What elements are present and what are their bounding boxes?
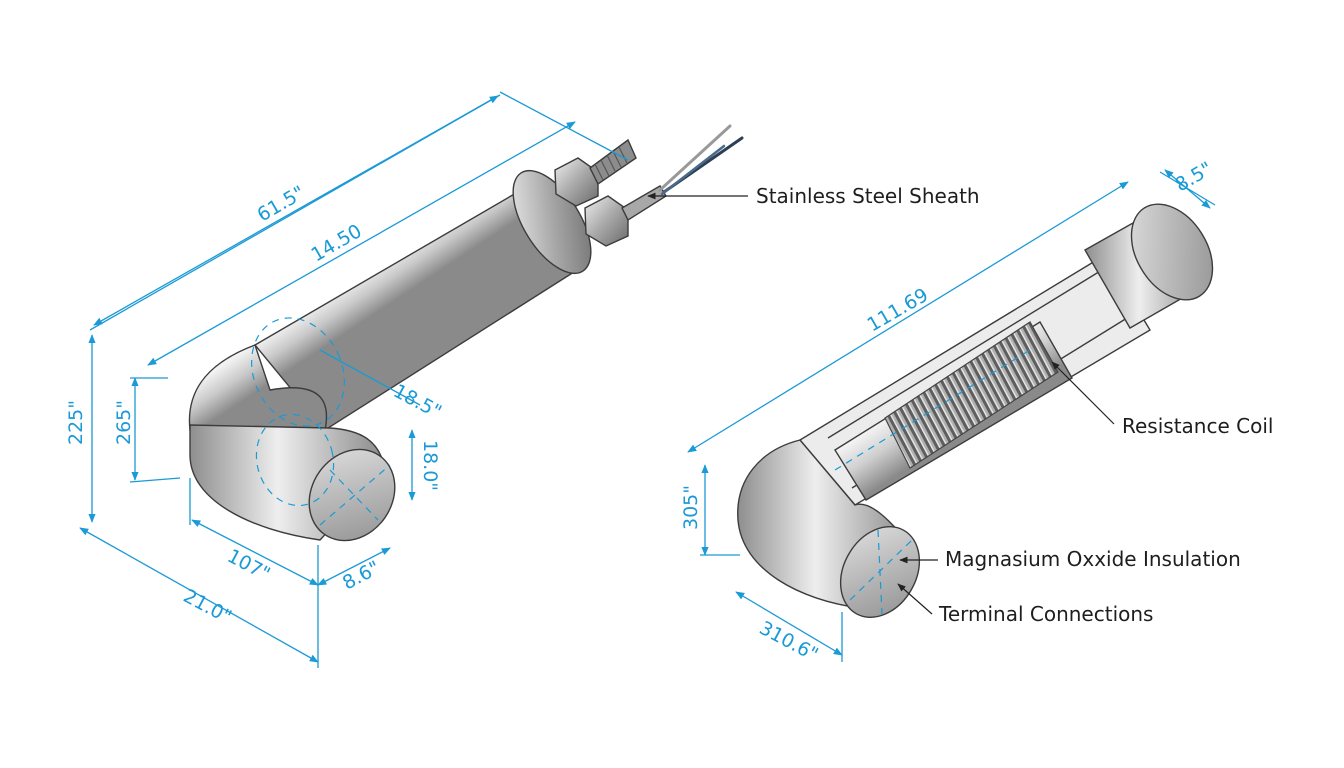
dim-left-base-length: 21.0" <box>180 585 235 628</box>
left-nut-lower <box>584 195 629 247</box>
callouts <box>647 192 1115 615</box>
callout-stainless-steel-sheath: Stainless Steel Sheath <box>756 184 980 208</box>
left-dimension-lines <box>79 91 629 668</box>
left-end-cap <box>308 448 396 542</box>
left-end-centerline-2 <box>329 469 379 521</box>
dim-left-outer-height: 225" <box>65 400 87 445</box>
callout-insulation: Magnasium Oxxide Insulation <box>945 547 1241 571</box>
dim-right-height: 305" <box>680 485 702 530</box>
right-end-face <box>1130 203 1214 301</box>
left-heater <box>188 124 744 542</box>
left-end-centerline <box>319 464 391 526</box>
dim-left-tube-length: 14.50 <box>308 220 366 266</box>
leader-coil <box>1051 361 1115 425</box>
dim-right-overall-length: 111.69 <box>864 284 933 336</box>
dim-right-base-length: 310.6" <box>756 617 822 666</box>
left-hidden-section-2 <box>255 413 335 507</box>
right-end-centerline-2 <box>877 529 883 615</box>
left-lead-wires <box>658 124 744 196</box>
dim-left-end-face-height: 18.0" <box>419 440 441 491</box>
dim-right-end-diameter: 8.5" <box>1172 158 1217 197</box>
left-stud-threads <box>594 146 628 181</box>
left-threaded-stud <box>589 138 637 186</box>
callout-resistance-coil: Resistance Coil <box>1122 414 1273 438</box>
leader-terminals <box>897 583 933 615</box>
dim-left-leg-length: 107" <box>224 545 274 586</box>
right-dimension-lines <box>687 169 1216 662</box>
right-end-centerline <box>849 539 913 601</box>
dim-left-inner-height: 265" <box>113 400 135 445</box>
dim-left-end-diameter: 8.6" <box>339 557 384 595</box>
callout-terminal-connections: Terminal Connections <box>938 602 1153 626</box>
dim-left-bend-radius: 18.5" <box>390 380 445 423</box>
